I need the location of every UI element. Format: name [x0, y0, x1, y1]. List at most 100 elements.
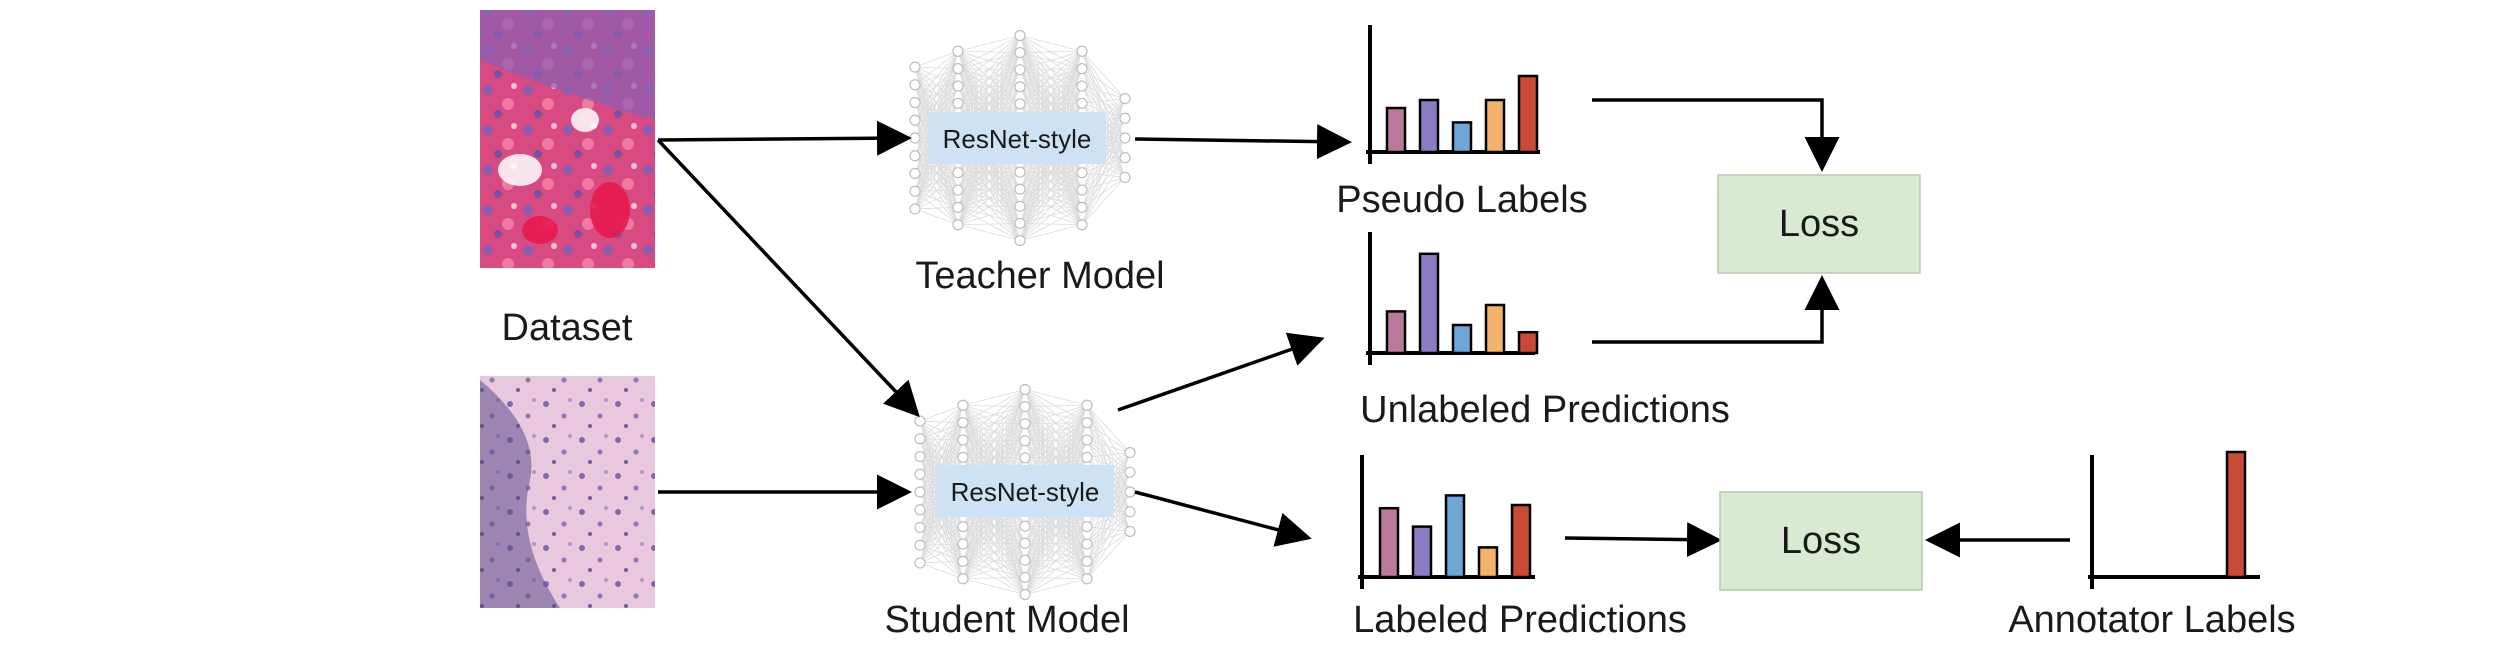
- network-node: [1076, 97, 1088, 109]
- network-edge: [1019, 207, 1083, 241]
- network-edge: [1086, 422, 1131, 493]
- network-node: [1019, 452, 1031, 464]
- network-node: [914, 521, 926, 534]
- network-node: [952, 45, 964, 57]
- network-edge: [1081, 157, 1126, 225]
- network-edge: [1081, 51, 1126, 99]
- network-node: [957, 399, 969, 411]
- network-node: [914, 450, 926, 463]
- network-node: [1119, 171, 1131, 184]
- network-node: [1019, 571, 1031, 584]
- network-node: [952, 219, 964, 231]
- network-edge: [1024, 509, 1088, 595]
- network-edge: [1086, 531, 1131, 545]
- network-edge: [957, 223, 1021, 226]
- network-node: [957, 555, 969, 567]
- network-node: [1019, 588, 1031, 601]
- arrow-student-to-unlabeled: [1117, 332, 1325, 412]
- teacher-backbone-box: [928, 112, 1106, 164]
- network-edge: [1081, 157, 1126, 174]
- network-node: [1019, 400, 1031, 413]
- network-edge: [1081, 177, 1126, 208]
- network-edge: [1086, 511, 1131, 528]
- bar-c2: [1418, 98, 1440, 154]
- bar-c4: [1484, 98, 1506, 154]
- network-edge: [919, 560, 964, 564]
- network-edge: [1081, 177, 1126, 225]
- arrow-unlabeled-to-loss: [1592, 275, 1840, 344]
- teacher-network: ResNet-style: [909, 29, 1131, 247]
- network-edge: [957, 35, 1021, 52]
- network-node: [952, 63, 964, 75]
- network-edge: [1019, 189, 1083, 241]
- network-edge: [1086, 491, 1131, 579]
- network-node: [1014, 29, 1026, 42]
- bar-c1: [1385, 310, 1407, 355]
- unlabeled-predictions-label: Unlabeled Predictions: [1360, 389, 1730, 431]
- network-edge: [1081, 137, 1126, 191]
- arrow-student-to-labeled: [1134, 490, 1312, 547]
- network-node: [909, 79, 921, 91]
- teacher-model-label: Teacher Model: [915, 255, 1164, 297]
- network-edge: [1086, 452, 1131, 458]
- network-edge: [919, 562, 964, 580]
- network-edge: [1081, 157, 1126, 208]
- bar-c1: [1378, 506, 1400, 579]
- network-node: [1081, 538, 1093, 550]
- annotator-labels-label: Annotator Labels: [2008, 599, 2295, 641]
- bar-c5: [1517, 74, 1539, 154]
- network-edge: [1081, 51, 1126, 158]
- network-node: [909, 96, 921, 109]
- network-node: [1124, 446, 1136, 459]
- network-edge: [1086, 491, 1131, 545]
- dataset-image-top: [480, 10, 655, 268]
- network-edge: [914, 50, 959, 86]
- network-edge: [962, 389, 1026, 423]
- network-edge: [919, 405, 964, 475]
- network-node: [952, 97, 964, 109]
- network-node: [1019, 537, 1031, 549]
- network-node: [1014, 81, 1026, 93]
- loss-box-top: Loss: [1717, 174, 1921, 274]
- network-edge: [1019, 50, 1083, 53]
- network-edge: [1086, 526, 1131, 532]
- network-node: [1019, 418, 1031, 430]
- flow-arrows: [656, 98, 2070, 558]
- network-node: [1014, 166, 1026, 178]
- network-edge: [1024, 404, 1088, 459]
- network-node: [1081, 451, 1093, 463]
- network-node: [1076, 80, 1088, 92]
- network-node: [957, 521, 969, 533]
- network-edge: [1024, 405, 1088, 476]
- network-node: [909, 185, 921, 197]
- network-node: [1124, 525, 1136, 538]
- network-edge: [962, 542, 1026, 580]
- network-node: [1119, 92, 1131, 105]
- network-edge: [962, 389, 1026, 475]
- network-edge: [1024, 543, 1088, 595]
- bar-c4: [1477, 546, 1499, 579]
- arrow-pseudo-to-loss: [1592, 98, 1840, 172]
- network-edge: [919, 526, 964, 564]
- network-node: [1081, 521, 1093, 533]
- network-edge: [1081, 68, 1126, 139]
- network-node: [914, 433, 926, 445]
- network-edge: [1086, 511, 1131, 562]
- network-edge: [919, 404, 964, 440]
- arrow-dataset-to-teacher: [657, 120, 912, 156]
- network-node: [957, 434, 969, 446]
- network-node: [1019, 435, 1031, 447]
- bar-c2: [1418, 252, 1440, 355]
- network-edge: [957, 35, 1021, 121]
- network-node: [1019, 383, 1031, 396]
- arrow-labeled-to-loss: [1564, 522, 1722, 558]
- network-node: [1081, 399, 1093, 411]
- student-network: ResNet-style: [914, 383, 1136, 601]
- network-edge: [957, 224, 1021, 241]
- network-edge: [957, 154, 1021, 225]
- network-node: [1076, 63, 1088, 75]
- network-node: [1119, 132, 1131, 144]
- student-backbone-box: [936, 465, 1114, 517]
- network-node: [1014, 98, 1026, 110]
